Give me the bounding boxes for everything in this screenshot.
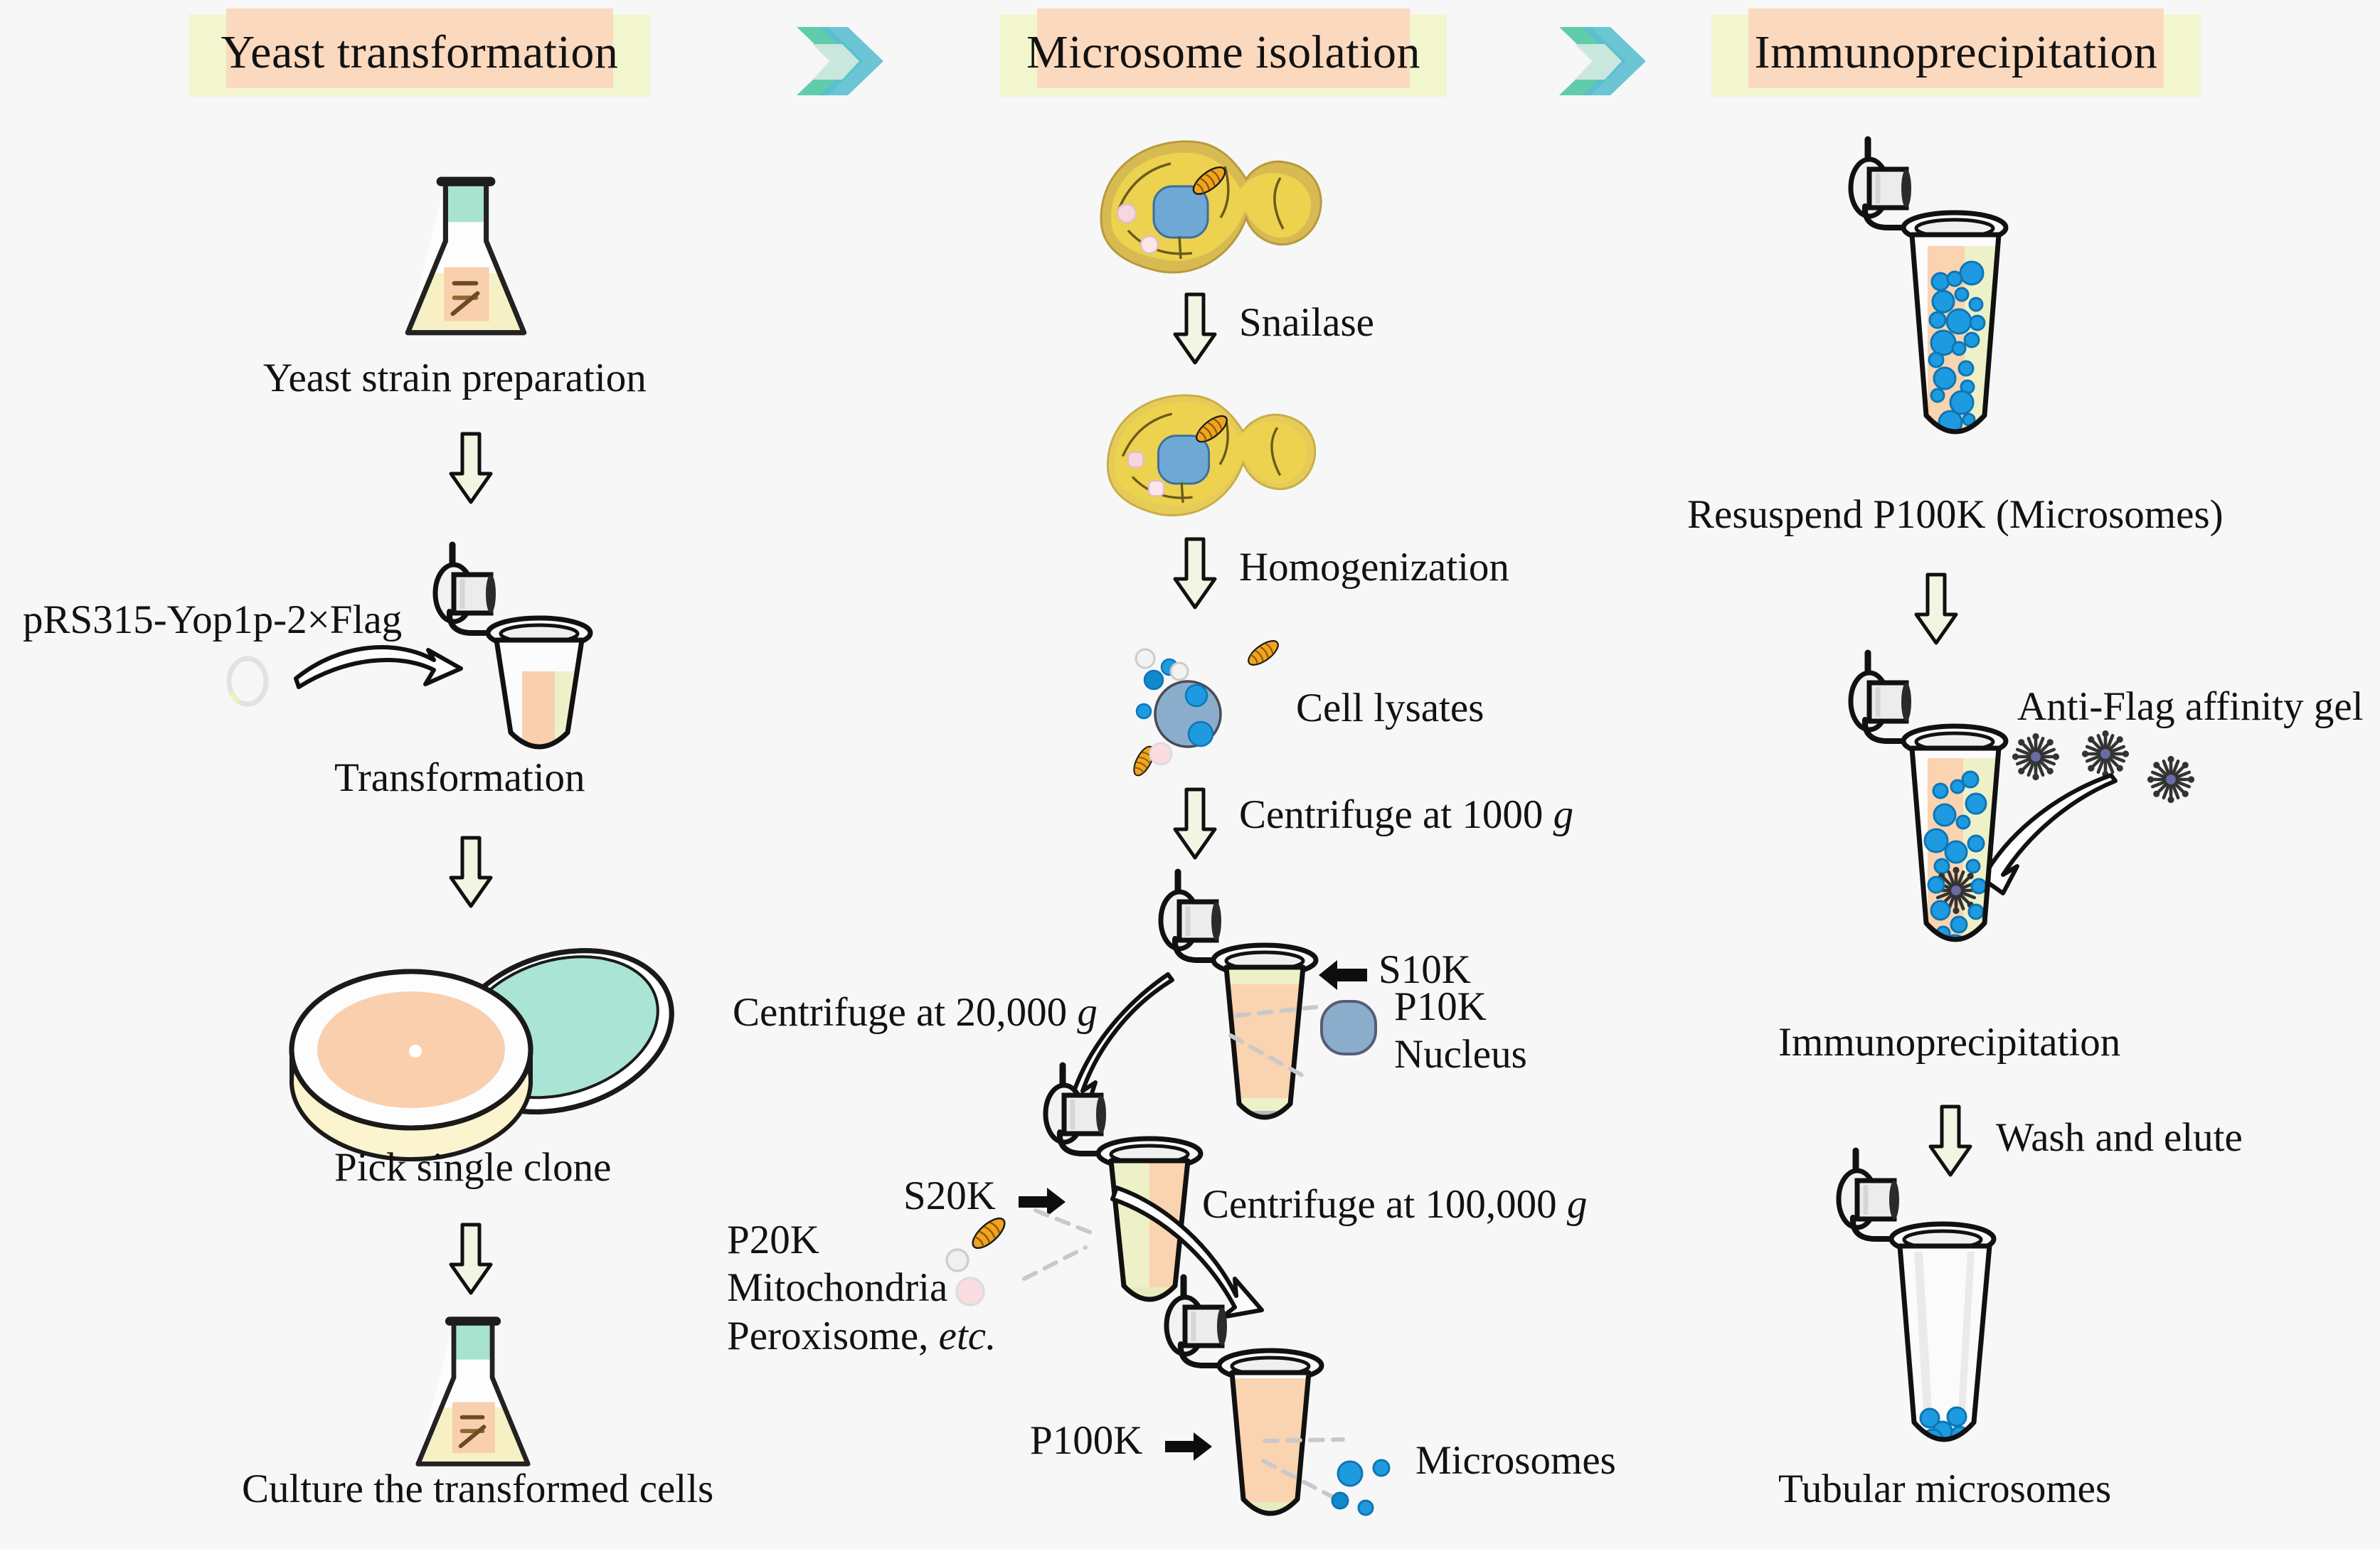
column-title: Yeast transformation [221,26,619,78]
petri-dish-icon [289,948,674,1161]
leader-lines-microsomes [1261,1437,1345,1500]
p20k-line-1: P20K [727,1218,819,1262]
tube-resuspend-p100k-icon [1837,127,2050,435]
curved-arrow-icon [294,645,463,689]
column-title: Immunoprecipitation [1754,26,2158,78]
down-arrow-icon [450,1225,492,1296]
organelles-p20k-icon [945,1212,1011,1306]
centrifuge-20000-text: Centrifuge at 20,000 [733,990,1078,1035]
centrifuge-1000-text: Centrifuge at 1000 [1239,792,1553,837]
microsomes-icon [1331,1459,1391,1516]
p10k-line-1: P10K [1394,984,1487,1029]
label-culture-transformed-cells: Culture the transformed cells [242,1467,714,1511]
column-header-microsome-isolation: Microsome isolation [1000,9,1447,97]
p20k-line-3: Peroxisome, etc. [727,1312,996,1360]
tube-s20k-icon [1031,1053,1209,1302]
label-yeast-strain-preparation: Yeast strain preparation [263,356,647,400]
label-tubular-microsomes: Tubular microsomes [1778,1467,2112,1511]
right-arrow-icon [1165,1432,1212,1461]
tube-s10k-icon [1147,859,1324,1120]
header-highlight-inner [1037,9,1410,88]
etc-text: etc. [938,1313,997,1358]
down-arrow-icon [1915,575,1957,646]
label-p100k: P100K [1030,1418,1143,1463]
column-header-yeast-transformation: Yeast transformation [189,9,650,97]
label-s10k: S10K [1378,947,1471,992]
label-p10k: P10K Nucleus [1394,983,1527,1079]
down-arrow-icon [450,434,492,505]
label-microsomes: Microsomes [1415,1438,1616,1483]
down-arrow-icon [1174,789,1216,861]
header-highlight-inner [226,9,613,88]
label-centrifuge-20000g: Centrifuge at 20,000 g [733,989,1098,1036]
p10k-line-2: Nucleus [1394,1032,1527,1077]
down-arrow-icon [1174,294,1216,366]
label-centrifuge-100000g: Centrifuge at 100,000 g [1202,1181,1587,1228]
label-s20k: S20K [903,1173,996,1218]
g-unit: g [1566,1182,1588,1227]
label-wash-and-elute: Wash and elute [1996,1115,2243,1160]
label-resuspend-p100k: Resuspend P100K (Microsomes) [1687,492,2224,537]
down-arrow-icon [450,838,492,909]
tube-tubular-microsomes-icon [1821,1138,2041,1442]
leader-lines-p10k [1228,1005,1318,1080]
label-pick-single-clone: Pick single clone [334,1145,612,1190]
plasmid-ring-icon [226,656,269,707]
label-transformation: Transformation [334,755,585,800]
down-arrow-icon [1174,539,1216,610]
header-highlight-inner [1748,9,2164,88]
g-unit: g [1077,990,1098,1035]
label-centrifuge-1000g: Centrifuge at 1000 g [1239,791,1573,839]
column-header-immunoprecipitation: Immunoprecipitation [1711,9,2201,97]
yeast-spheroplast-icon [1106,394,1317,517]
separator-1 [797,27,883,95]
column-title: Microsome isolation [1026,26,1420,78]
tube-immunoprecipitation-icon [1837,640,2050,942]
flask-culture-icon [405,1314,541,1472]
leader-lines-p20k [1022,1208,1095,1281]
p20k-peroxisome-text: Peroxisome, [727,1313,939,1358]
p20k-line-2: Mitochondria [727,1265,948,1311]
centrifuge-100000-text: Centrifuge at 100,000 [1202,1182,1567,1227]
g-unit: g [1553,792,1574,837]
label-homogenization: Homogenization [1239,545,1509,590]
right-arrow-icon [1019,1188,1066,1216]
label-snailase: Snailase [1239,300,1374,345]
left-arrow-icon [1319,960,1367,990]
label-anti-flag-affinity-gel: Anti-Flag affinity gel [2017,684,2364,729]
curved-arrow-icon [1110,1186,1264,1319]
label-cell-lysates: Cell lysates [1296,686,1484,730]
tube-transformation-icon [421,532,599,750]
separator-2 [1559,27,1646,95]
label-plasmid-name: pRS315-Yop1p-2×Flag [23,597,403,642]
label-immunoprecipitation: Immunoprecipitation [1778,1020,2121,1065]
cell-lysates-icon [1129,635,1283,779]
yeast-cell-icon [1100,140,1322,274]
nucleus-p10k-icon [1320,1000,1377,1055]
label-p20k: P20K Mitochondria Peroxisome, etc. [727,1216,996,1360]
flask-yeast-strain-icon [395,174,537,341]
